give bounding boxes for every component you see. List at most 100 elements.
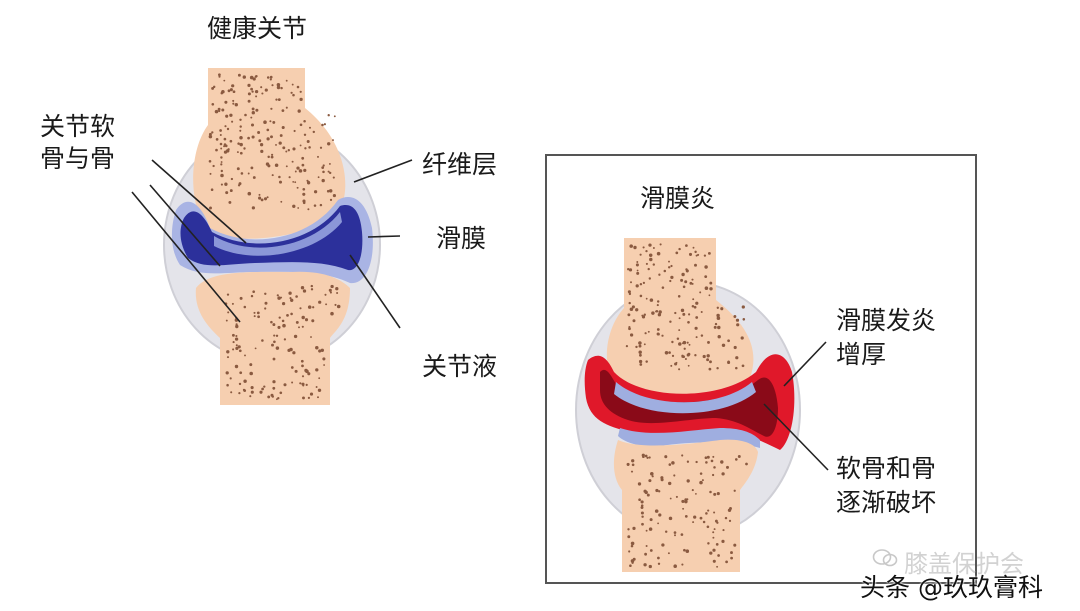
bone-speckle bbox=[237, 73, 241, 77]
bone-speckle bbox=[269, 78, 272, 81]
bone-speckle bbox=[240, 172, 244, 175]
healthy-bone-texture bbox=[208, 73, 341, 401]
bone-speckle bbox=[285, 106, 288, 109]
bone-speckle bbox=[302, 187, 306, 191]
bone-speckle bbox=[298, 326, 300, 329]
bone-speckle bbox=[333, 115, 336, 118]
bone-speckle bbox=[292, 204, 296, 208]
bone-speckle bbox=[296, 186, 299, 189]
bone-speckle bbox=[699, 472, 703, 475]
bone-speckle bbox=[695, 493, 697, 495]
label-joint-fluid: 关节液 bbox=[422, 352, 498, 381]
label-cartilage-line2: 骨与骨 bbox=[40, 144, 116, 173]
bone-speckle bbox=[716, 521, 719, 524]
bone-speckle bbox=[253, 311, 256, 314]
bone-speckle bbox=[303, 120, 306, 123]
bone-speckle bbox=[249, 395, 252, 398]
bone-speckle bbox=[250, 390, 254, 394]
bone-speckle bbox=[712, 536, 715, 539]
bone-speckle bbox=[724, 516, 728, 520]
bone-speckle bbox=[648, 243, 652, 247]
bone-speckle bbox=[661, 543, 665, 547]
bone-speckle bbox=[293, 129, 296, 133]
bone-speckle bbox=[676, 337, 680, 341]
bone-speckle bbox=[307, 305, 312, 309]
bone-speckle bbox=[669, 497, 672, 500]
bone-speckle bbox=[741, 364, 745, 368]
bone-speckle bbox=[704, 286, 709, 290]
bone-speckle bbox=[318, 349, 322, 353]
bone-speckle bbox=[232, 348, 235, 351]
bone-speckle bbox=[292, 147, 296, 151]
bone-speckle bbox=[231, 333, 235, 337]
bone-speckle bbox=[313, 204, 317, 207]
bone-speckle bbox=[655, 488, 659, 493]
bone-speckle bbox=[644, 454, 648, 458]
bone-speckle bbox=[712, 455, 715, 458]
bone-speckle bbox=[644, 332, 647, 335]
bone-speckle bbox=[325, 303, 328, 306]
bone-speckle bbox=[239, 296, 243, 300]
bone-speckle bbox=[674, 534, 676, 537]
bone-speckle bbox=[335, 287, 339, 291]
bone-speckle bbox=[726, 465, 729, 469]
bone-speckle bbox=[631, 561, 634, 564]
bone-speckle bbox=[302, 289, 307, 293]
bone-speckle bbox=[668, 516, 673, 521]
bone-speckle bbox=[657, 313, 662, 317]
bone-speckle bbox=[275, 334, 279, 338]
bone-speckle bbox=[737, 455, 741, 458]
leader-destruction bbox=[763, 403, 829, 471]
bone-speckle bbox=[218, 75, 221, 78]
bone-speckle bbox=[721, 539, 725, 544]
bone-speckle bbox=[250, 386, 254, 390]
bone-speckle bbox=[272, 380, 276, 384]
bone-speckle bbox=[733, 345, 737, 350]
bone-speckle bbox=[238, 382, 242, 386]
bone-speckle bbox=[699, 516, 703, 520]
bone-speckle bbox=[239, 142, 243, 147]
bone-speckle bbox=[261, 92, 264, 95]
bone-speckle bbox=[708, 294, 711, 297]
bone-speckle bbox=[312, 130, 316, 134]
bone-speckle bbox=[336, 304, 341, 309]
bone-speckle bbox=[247, 99, 251, 103]
bone-speckle bbox=[646, 493, 650, 497]
bone-speckle bbox=[629, 307, 634, 311]
bone-speckle bbox=[686, 341, 689, 344]
bone-speckle bbox=[717, 554, 720, 557]
bone-speckle bbox=[296, 85, 300, 89]
bone-speckle bbox=[291, 83, 294, 86]
wechat-icon bbox=[872, 549, 898, 567]
bone-speckle bbox=[709, 551, 713, 555]
bone-speckle bbox=[249, 371, 253, 376]
healthy-joint bbox=[163, 68, 381, 405]
bone-speckle bbox=[208, 134, 213, 139]
bone-speckle bbox=[627, 313, 631, 317]
bone-speckle bbox=[247, 83, 251, 87]
bone-speckle bbox=[682, 507, 685, 510]
bone-speckle bbox=[636, 271, 640, 275]
bone-speckle bbox=[251, 206, 256, 210]
bone-speckle bbox=[629, 564, 632, 567]
bone-speckle bbox=[638, 498, 641, 502]
bone-speckle bbox=[668, 481, 672, 486]
bone-speckle bbox=[638, 341, 642, 345]
bone-speckle bbox=[647, 330, 650, 333]
bone-speckle bbox=[683, 347, 686, 350]
bone-speckle bbox=[625, 344, 629, 348]
bone-speckle bbox=[256, 311, 260, 315]
bone-speckle bbox=[249, 363, 253, 367]
bone-speckle bbox=[267, 395, 271, 399]
bone-speckle bbox=[649, 257, 653, 262]
bone-speckle bbox=[224, 182, 228, 186]
bone-speckle bbox=[290, 366, 294, 369]
bone-speckle bbox=[675, 251, 679, 255]
bone-speckle bbox=[317, 396, 319, 399]
bone-speckle bbox=[716, 313, 720, 318]
bone-speckle bbox=[323, 364, 326, 366]
bone-speckle bbox=[735, 356, 739, 360]
bone-speckle bbox=[318, 300, 322, 304]
bone-speckle bbox=[697, 253, 700, 256]
bone-speckle bbox=[290, 298, 294, 302]
